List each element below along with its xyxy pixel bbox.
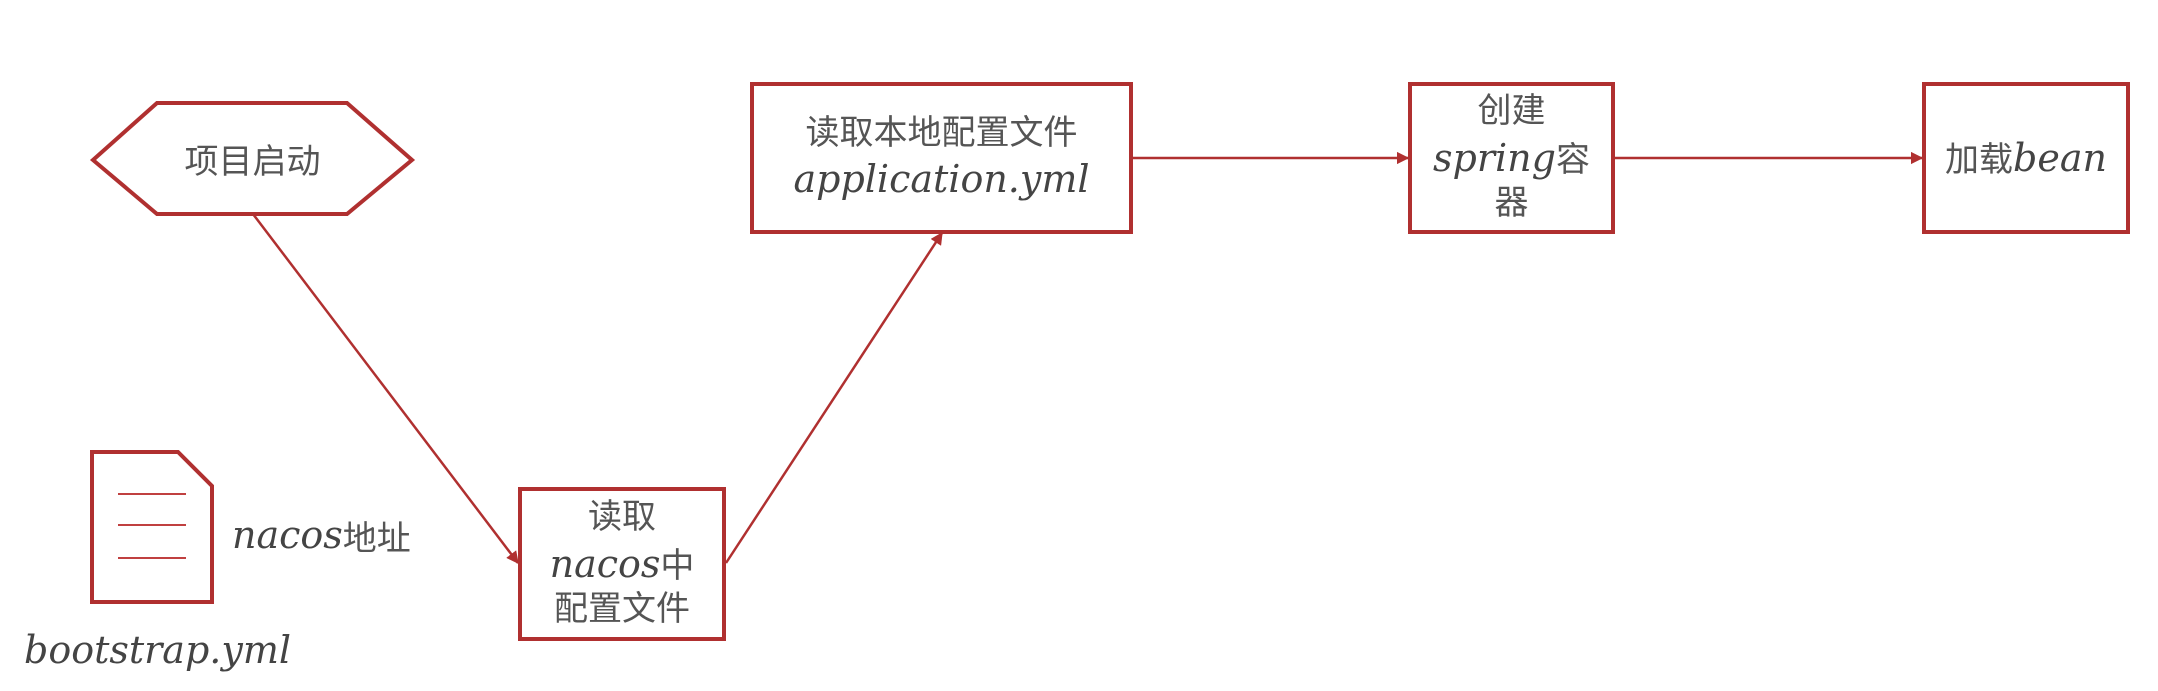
read-nacos-line2-en: nacos bbox=[549, 541, 661, 586]
read-local-line2-en: application.yml bbox=[793, 157, 1090, 202]
read-local-line1: 读取本地配置文件 bbox=[805, 112, 1078, 153]
read-nacos-line1: 读取 bbox=[588, 497, 656, 538]
read-nacos-line3: 配置文件 bbox=[554, 589, 690, 630]
read-nacos-line2: nacos中 bbox=[550, 540, 695, 589]
start-node-text: 项目启动 bbox=[184, 142, 321, 182]
nacos-address-zh: 地址 bbox=[342, 518, 411, 559]
document-icon bbox=[90, 450, 214, 604]
create-container-line1: 创建 bbox=[1477, 91, 1546, 132]
create-container-line2-zh: 容 bbox=[1555, 139, 1590, 180]
arrow-start-to-read-nacos bbox=[252, 213, 519, 564]
load-bean-text: 加载bean bbox=[1945, 134, 2107, 183]
nacos-address-en: nacos bbox=[232, 513, 343, 557]
load-bean-node: 加载bean bbox=[1922, 82, 2130, 234]
create-container-line2: spring容 bbox=[1433, 134, 1590, 183]
load-bean-zh: 加载 bbox=[1945, 139, 2014, 180]
start-node-shape bbox=[89, 101, 416, 216]
read-local-config-node: 读取本地配置文件 application.yml bbox=[750, 82, 1133, 234]
start-node-label: 项目启动 bbox=[93, 103, 412, 214]
file-caption: bootstrap.yml bbox=[24, 622, 291, 678]
create-spring-container-node: 创建 spring容 器 bbox=[1408, 82, 1615, 234]
load-bean-en: bean bbox=[2013, 135, 2107, 180]
read-nacos-config-node: 读取 nacos中 配置文件 bbox=[518, 487, 726, 641]
create-container-line2-en: spring bbox=[1433, 135, 1556, 180]
read-nacos-line2-zh: 中 bbox=[660, 545, 695, 586]
bootstrap-yml-caption: bootstrap.yml bbox=[24, 628, 292, 672]
arrow-read-nacos-to-read-local bbox=[724, 231, 944, 564]
create-container-line3: 器 bbox=[1494, 183, 1529, 224]
